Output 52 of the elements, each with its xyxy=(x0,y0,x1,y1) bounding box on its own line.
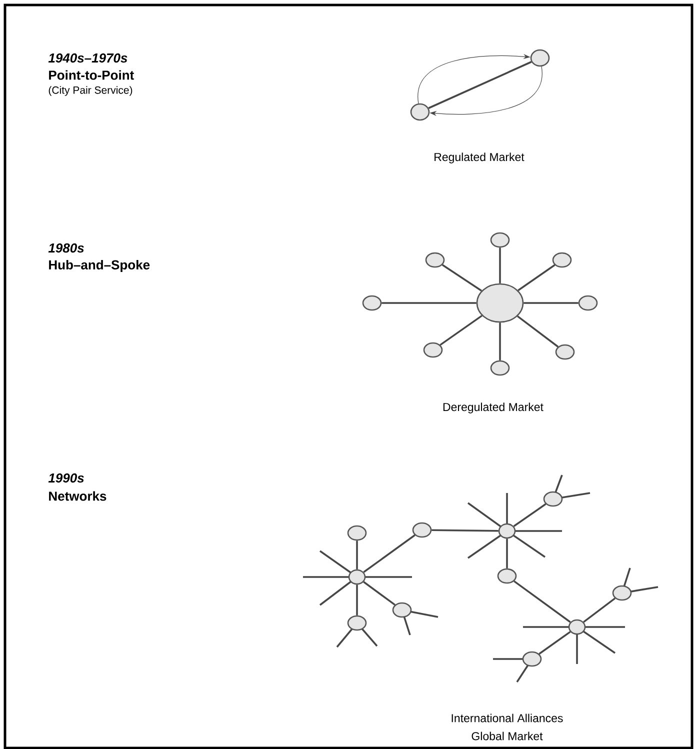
network-node xyxy=(347,615,367,631)
connector-line xyxy=(442,264,482,292)
network-node xyxy=(555,344,575,360)
connector-line xyxy=(583,598,616,623)
network-node xyxy=(568,619,586,635)
market-caption: Regulated Market xyxy=(434,152,524,164)
network-node xyxy=(490,360,510,376)
connector-line xyxy=(382,302,476,304)
period-heading: 1990s xyxy=(48,473,84,483)
model-name: Hub–and–Spoke xyxy=(49,260,150,272)
connector-line xyxy=(506,538,508,568)
connector-line xyxy=(513,503,546,528)
network-node xyxy=(490,232,510,248)
network-node xyxy=(522,651,542,667)
connector-line xyxy=(499,248,501,284)
connector-line xyxy=(428,61,532,109)
model-name: Point-to-Point xyxy=(49,70,134,80)
network-node xyxy=(348,569,366,585)
network-node xyxy=(410,103,430,121)
connector-line xyxy=(538,631,571,655)
network-node xyxy=(347,525,367,541)
period-heading: 1940s–1970s xyxy=(48,53,128,63)
network-node xyxy=(552,252,572,268)
connector-line xyxy=(356,540,358,570)
connector-line xyxy=(518,264,556,292)
connector-line xyxy=(356,584,358,616)
market-caption: Global Market xyxy=(472,732,543,740)
network-node xyxy=(497,568,517,584)
network-node xyxy=(543,491,563,507)
connector-line xyxy=(363,581,396,606)
connector-line xyxy=(440,314,482,346)
network-node xyxy=(578,295,598,311)
network-node xyxy=(530,49,550,67)
connector-line xyxy=(514,580,571,623)
model-name: Networks xyxy=(49,491,106,501)
market-caption: Deregulated Market xyxy=(443,402,544,414)
network-node xyxy=(412,522,432,538)
network-node xyxy=(612,585,632,601)
market-caption: International Alliances xyxy=(452,714,563,722)
network-node xyxy=(425,252,445,268)
connector-line xyxy=(524,302,578,304)
connector-line xyxy=(363,534,416,573)
network-node xyxy=(476,283,524,323)
connector-line xyxy=(432,529,498,532)
network-node xyxy=(423,342,443,358)
connector-line xyxy=(499,322,501,360)
network-node xyxy=(362,295,382,311)
network-node xyxy=(498,523,516,539)
connector-line xyxy=(516,315,559,348)
note-text: (City Pair Service) xyxy=(48,86,132,96)
network-node xyxy=(392,602,412,618)
period-heading: 1980s xyxy=(48,243,84,253)
